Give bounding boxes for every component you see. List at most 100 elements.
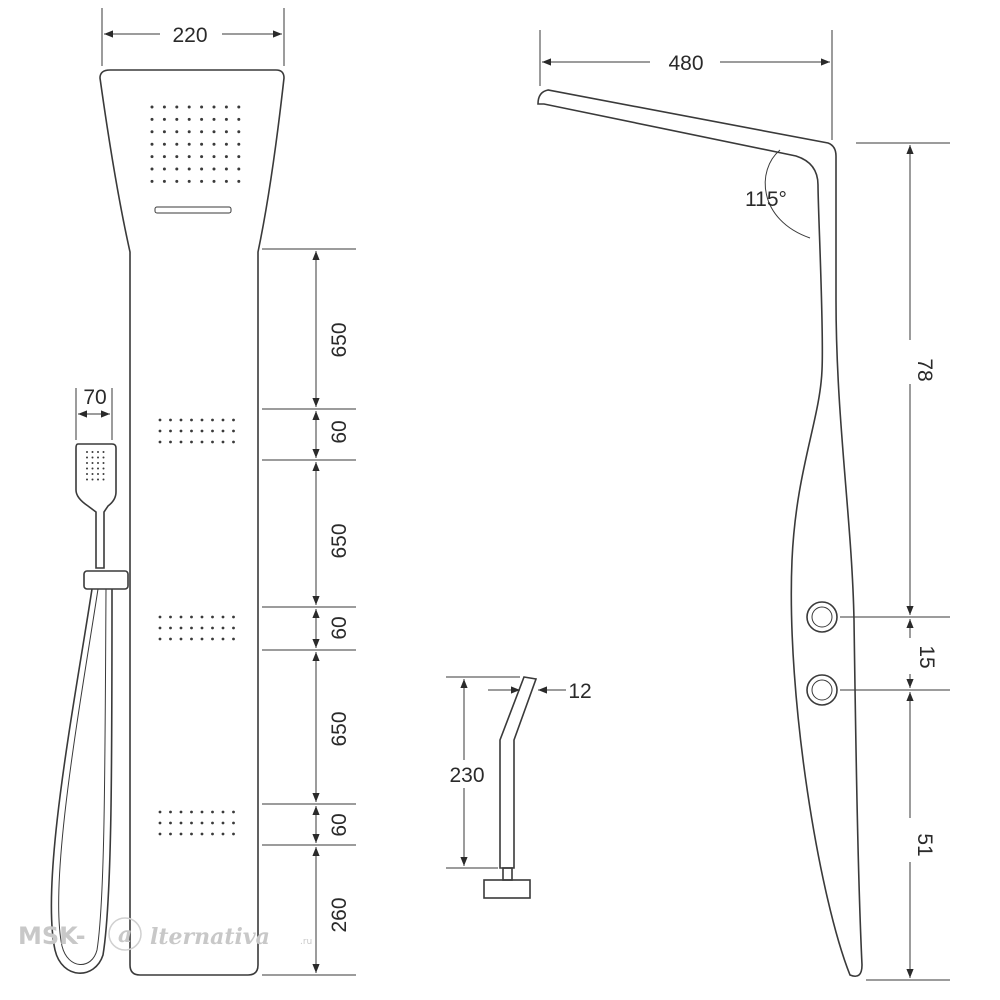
- nozzle-dot: [86, 451, 88, 453]
- nozzle-dot: [150, 142, 154, 146]
- nozzle-dot: [211, 821, 214, 825]
- vertical-dimension-chain: 650 60 650 60 650 60 260: [262, 248, 356, 976]
- nozzle-dot: [200, 179, 204, 183]
- nozzle-dot: [221, 440, 225, 444]
- watermark-suffix: lternativa: [150, 924, 270, 950]
- panel-depth-label: 480: [668, 52, 703, 75]
- nozzle-dot: [169, 615, 172, 619]
- nozzle-dot: [211, 626, 214, 630]
- nozzle-dot: [232, 615, 235, 619]
- nozzle-dot: [221, 615, 225, 619]
- nozzle-dot: [200, 142, 204, 146]
- nozzle-dot: [86, 478, 88, 481]
- nozzle-dot: [212, 155, 216, 159]
- nozzle-dot: [190, 418, 193, 422]
- nozzle-dot: [212, 130, 216, 134]
- nozzle-dot: [237, 142, 241, 146]
- nozzle-dot: [200, 626, 204, 630]
- nozzle-dot: [190, 637, 193, 641]
- nozzle-dot: [232, 832, 235, 836]
- hand-shower-nozzles: [86, 451, 105, 481]
- nozzle-dot: [200, 810, 204, 814]
- nozzle-dot: [162, 130, 166, 134]
- nozzle-dot: [97, 451, 99, 453]
- handshower-width-label: 70: [83, 386, 106, 409]
- side-profile: [537, 89, 863, 978]
- nozzle-dot: [175, 130, 179, 134]
- nozzle-dot: [86, 462, 88, 464]
- nozzle-dot: [237, 167, 241, 171]
- nozzle-dot: [224, 155, 228, 159]
- jet-3-label: 60: [328, 813, 351, 836]
- nozzle-dot: [179, 832, 183, 836]
- nozzle-dot: [190, 821, 193, 825]
- spacing-2-label: 650: [328, 523, 351, 558]
- nozzle-dot: [187, 179, 191, 183]
- nozzle-dot: [102, 473, 105, 475]
- nozzle-dot: [175, 117, 179, 121]
- nozzle-dot: [232, 440, 235, 444]
- nozzle-dot: [162, 155, 166, 159]
- panel-width-label: 220: [172, 24, 207, 47]
- nozzle-dot: [91, 462, 94, 464]
- nozzle-dot: [179, 615, 183, 619]
- jet-1-label: 60: [328, 420, 351, 443]
- nozzle-dot: [162, 117, 166, 121]
- nozzle-dot: [200, 105, 204, 109]
- nozzle-dot: [97, 467, 99, 470]
- nozzle-dot: [150, 130, 154, 134]
- nozzle-dot: [200, 615, 204, 619]
- rain-shower-nozzles: [150, 105, 241, 183]
- nozzle-dot: [221, 832, 225, 836]
- side-lower-label: 51: [913, 833, 936, 856]
- nozzle-dot: [150, 167, 154, 171]
- nozzle-dot: [221, 418, 225, 422]
- nozzle-dot: [158, 821, 162, 825]
- nozzle-dot: [169, 821, 172, 825]
- nozzle-dot: [179, 626, 183, 630]
- nozzle-dot: [237, 179, 241, 183]
- nozzle-dot: [179, 637, 183, 641]
- nozzle-dot: [211, 810, 214, 814]
- nozzle-dot: [179, 429, 183, 433]
- hand-shower-holder: [83, 570, 129, 590]
- nozzle-dot: [102, 456, 105, 459]
- nozzle-dot: [190, 440, 193, 444]
- nozzle-dot: [200, 418, 204, 422]
- nozzle-dot: [211, 418, 214, 422]
- body-jet-3: [158, 810, 235, 836]
- watermark: MSK- a lternativa .ru: [18, 917, 312, 951]
- spout-diameter-label: 12: [568, 680, 591, 703]
- nozzle-dot: [91, 473, 94, 475]
- nozzle-dot: [211, 615, 214, 619]
- nozzle-dot: [200, 130, 204, 134]
- nozzle-dot: [200, 821, 204, 825]
- nozzle-dot: [158, 810, 162, 814]
- nozzle-dot: [102, 467, 105, 470]
- nozzle-dot: [200, 429, 204, 433]
- nozzle-dot: [232, 418, 235, 422]
- nozzle-dot: [175, 142, 179, 146]
- nozzle-dot: [91, 478, 94, 481]
- nozzle-dot: [162, 179, 166, 183]
- nozzle-dot: [169, 418, 172, 422]
- watermark-logo: a: [118, 922, 132, 948]
- nozzle-dot: [97, 456, 99, 459]
- nozzle-dot: [200, 155, 204, 159]
- side-upper-label: 78: [913, 358, 936, 381]
- nozzle-dot: [187, 105, 191, 109]
- nozzle-dot: [232, 429, 235, 433]
- nozzle-dot: [211, 637, 214, 641]
- nozzle-dot: [91, 467, 94, 470]
- nozzle-dot: [150, 117, 154, 121]
- nozzle-dot: [190, 626, 193, 630]
- nozzle-dot: [212, 167, 216, 171]
- nozzle-dot: [97, 462, 99, 464]
- nozzle-dot: [221, 821, 225, 825]
- spout-height-label: 230: [449, 764, 484, 787]
- spout-detail: 230 12: [444, 676, 592, 899]
- nozzle-dot: [97, 478, 99, 481]
- nozzle-dot: [211, 440, 214, 444]
- nozzle-dot: [221, 626, 225, 630]
